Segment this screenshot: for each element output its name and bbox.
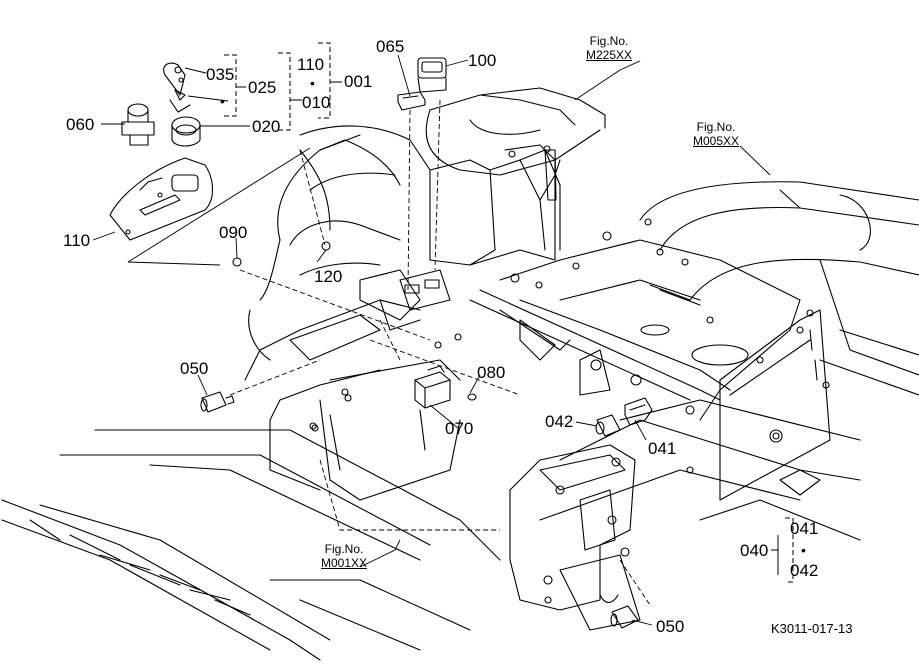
part-label-065: 065	[376, 37, 405, 56]
bolt-080	[467, 393, 477, 401]
switch-100	[417, 57, 447, 93]
switch-050-left	[200, 391, 235, 413]
group-label-040: 040	[740, 541, 769, 560]
part-label-110: 110	[63, 231, 91, 250]
part-label-050-bottom: 050	[656, 617, 685, 636]
fig-ref-m225xx: Fig.No. M225XX	[586, 34, 632, 62]
left-panel	[244, 299, 461, 501]
part-label-060: 060	[66, 115, 95, 134]
group-bullet: •	[220, 93, 225, 109]
fig-ref-code: M005XX	[693, 134, 740, 148]
fig-ref-m005xx: Fig.No. M005XX	[693, 120, 739, 148]
part-label-120: 120	[314, 267, 343, 286]
right-bracket	[719, 309, 831, 501]
part-label-010: 010	[302, 93, 331, 112]
nut-090	[232, 257, 242, 267]
switch-065	[397, 91, 426, 111]
rear-frame	[639, 181, 919, 396]
fig-ref-label: Fig.No.	[324, 542, 364, 556]
switch-042	[595, 414, 621, 437]
switch-050-bottom	[610, 605, 639, 629]
panel-110	[109, 157, 214, 241]
part-label-090: 090	[219, 223, 248, 242]
group-bracket-ticks	[236, 81, 794, 583]
part-label-110-group: 110	[297, 55, 325, 74]
cross-member	[469, 289, 721, 415]
group-bullet: •	[310, 75, 315, 91]
relay-070	[414, 365, 451, 409]
deck-plate	[499, 239, 801, 421]
switch-041	[624, 397, 653, 426]
group-bullet: •	[801, 542, 806, 558]
fig-ref-m001xx: Fig.No. M001XX	[321, 542, 367, 570]
part-label-070: 070	[445, 419, 474, 438]
part-label-020: 020	[252, 117, 281, 136]
front-support-bracket	[509, 444, 641, 631]
fig-ref-code: M001XX	[321, 556, 368, 570]
part-label-080: 080	[477, 363, 506, 382]
fig-ref-label: Fig.No.	[696, 120, 736, 134]
key-switch	[163, 62, 201, 147]
group-label-042: 042	[790, 561, 819, 580]
part-label-042: 042	[545, 412, 574, 431]
part-label-025: 025	[248, 78, 277, 97]
leader-lines	[92, 54, 771, 626]
part-label-041: 041	[648, 439, 677, 458]
group-label-041: 041	[790, 519, 819, 538]
fig-ref-label: Fig.No.	[589, 34, 629, 48]
frame-bolts	[311, 145, 830, 474]
fig-ref-code: M225XX	[586, 48, 633, 62]
diagram-id: K3011-017-13	[771, 621, 853, 636]
dashboard-console	[248, 87, 606, 361]
hidden-lines	[229, 99, 651, 606]
part-label-035: 035	[206, 65, 235, 84]
nut-120	[321, 241, 331, 251]
part-label-001: 001	[344, 72, 373, 91]
knob-060	[121, 103, 155, 146]
part-label-050-left: 050	[180, 359, 209, 378]
part-label-100: 100	[468, 51, 497, 70]
group-brackets	[224, 42, 331, 131]
